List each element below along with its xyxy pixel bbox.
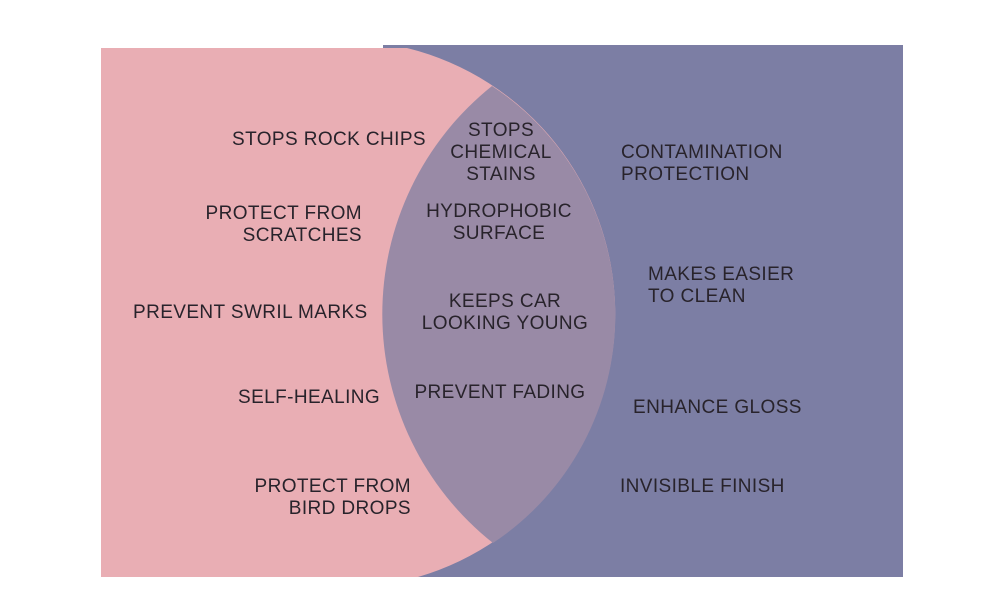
label-stops-rock-chips: STOPS ROCK CHIPS (232, 129, 426, 150)
label-makes-easier-to-clean: MAKES EASIER TO CLEAN (648, 264, 795, 307)
label-hydrophobic-surface: HYDROPHOBIC SURFACE (426, 201, 572, 244)
label-protect-from-bird-drops: PROTECT FROM BIRD DROPS (254, 476, 411, 519)
label-protect-from-scratches: PROTECT FROM SCRATCHES (205, 203, 362, 246)
label-self-healing: SELF-HEALING (238, 387, 381, 408)
label-stops-chemical-stains: STOPS CHEMICAL STAINS (450, 120, 552, 185)
label-contamination-protection: CONTAMINATION PROTECTION (621, 142, 783, 185)
label-keeps-car-looking-young: KEEPS CAR LOOKING YOUNG (421, 291, 589, 334)
overlap-shape (382, 86, 616, 543)
label-enhance-gloss: ENHANCE GLOSS (633, 397, 802, 418)
label-invisible-finish: INVISIBLE FINISH (620, 476, 785, 497)
label-prevent-fading: PREVENT FADING (414, 382, 586, 403)
label-prevent-swril-marks: PREVENT SWRIL MARKS (133, 302, 368, 323)
